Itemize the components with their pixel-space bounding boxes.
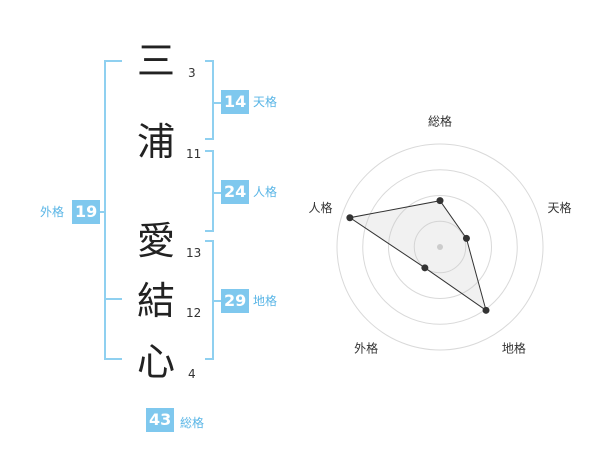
stroke-count-3: 13 [186, 246, 202, 260]
name-char-5: 心 [136, 340, 175, 384]
soukaku-value-badge: 43 [146, 408, 175, 432]
tenkaku-bracket-top [205, 60, 214, 62]
stroke-count-2: 11 [186, 147, 202, 161]
radar-center-dot [437, 244, 443, 250]
radar-point-3 [482, 306, 490, 314]
jinkaku-bracket-bottom [205, 230, 214, 232]
gaikaku-bracket-vertical [104, 60, 106, 360]
gaikaku-label: 外格 [40, 205, 65, 219]
chikaku-label: 地格 [253, 294, 278, 308]
radar-point-5 [346, 214, 354, 222]
radar-ring-1 [413, 220, 467, 274]
radar-point-4 [421, 264, 429, 272]
radar-point-1 [436, 197, 444, 205]
radar-axis-label-2: 天格 [548, 200, 572, 215]
tenkaku-label: 天格 [253, 95, 278, 109]
name-char-3: 愛 [136, 219, 175, 263]
chikaku-bracket-top [205, 240, 214, 242]
jinkaku-connector [213, 192, 221, 194]
radar-point-2 [462, 234, 470, 242]
gaikaku-value-badge: 19 [72, 200, 101, 224]
tenkaku-bracket-vertical [212, 60, 214, 140]
name-char-2: 浦 [136, 120, 175, 164]
gaikaku-bracket-top [104, 60, 122, 62]
radar-axis-label-4: 外格 [354, 341, 378, 356]
stroke-count-4: 12 [186, 306, 202, 320]
tenkaku-connector [213, 102, 221, 104]
name-char-4: 結 [136, 279, 175, 323]
jinkaku-value-badge: 24 [221, 180, 250, 204]
tenkaku-value-badge: 14 [221, 90, 250, 114]
radar-axis-label-1: 総格 [428, 113, 452, 128]
jinkaku-bracket-vertical [212, 150, 214, 232]
chikaku-value-badge: 29 [221, 289, 250, 313]
soukaku-label: 総格 [180, 416, 205, 430]
radar-ring-4 [336, 143, 544, 351]
radar-ring-2 [388, 195, 492, 299]
gaikaku-bracket-bottom [104, 358, 122, 360]
jinkaku-bracket-top [205, 150, 214, 152]
radar-axis-label-3: 地格 [502, 341, 526, 356]
radar-axis-label-5: 人格 [308, 200, 332, 215]
name-char-1: 三 [136, 39, 175, 83]
stroke-count-5: 4 [188, 367, 196, 381]
tenkaku-bracket-bottom [205, 138, 214, 140]
radar-ring-3 [362, 169, 518, 325]
chikaku-bracket-bottom [205, 358, 214, 360]
chikaku-connector [213, 300, 221, 302]
gaikaku-connector [98, 211, 105, 213]
stroke-count-1: 3 [188, 66, 196, 80]
gaikaku-bracket-mid [104, 298, 122, 300]
radar-value-polygon [348, 200, 487, 312]
jinkaku-label: 人格 [253, 185, 278, 199]
